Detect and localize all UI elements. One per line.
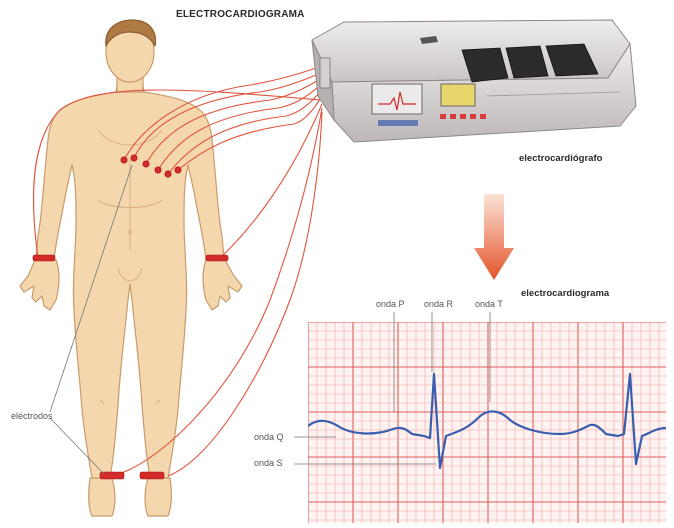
electrode-v5 [165, 171, 171, 177]
electrode-v1 [121, 157, 127, 163]
wave-p-label: onda P [376, 299, 405, 309]
left-hand [20, 258, 59, 310]
ecg-device-icon [312, 20, 636, 142]
down-arrow-icon [474, 194, 514, 280]
device-lcd [441, 84, 475, 106]
device-connector [320, 58, 330, 88]
electrode-v3 [143, 161, 149, 167]
ecg-label: electrocardiograma [521, 288, 609, 299]
electrode-v2 [131, 155, 137, 161]
electrodes-label: eléctrodos [11, 411, 53, 421]
electrode-right-ankle [140, 472, 164, 479]
electrode-v4 [155, 167, 161, 173]
right-foot [145, 478, 171, 516]
wave-r-label: onda R [424, 299, 453, 309]
device-label: electrocardiógrafo [519, 153, 602, 164]
wave-s-label: onda S [254, 458, 283, 468]
left-foot [89, 478, 115, 516]
wave-q-label: onda Q [254, 432, 284, 442]
body-silhouette [36, 80, 224, 480]
right-hand [203, 258, 242, 310]
electrode-v6 [175, 167, 181, 173]
electrode-right-wrist [206, 255, 228, 261]
wave-t-label: onda T [475, 299, 503, 309]
ecg-strip [308, 322, 666, 523]
page-title: ELECTROCARDIOGRAMA [176, 9, 305, 20]
electrode-left-wrist [33, 255, 55, 261]
